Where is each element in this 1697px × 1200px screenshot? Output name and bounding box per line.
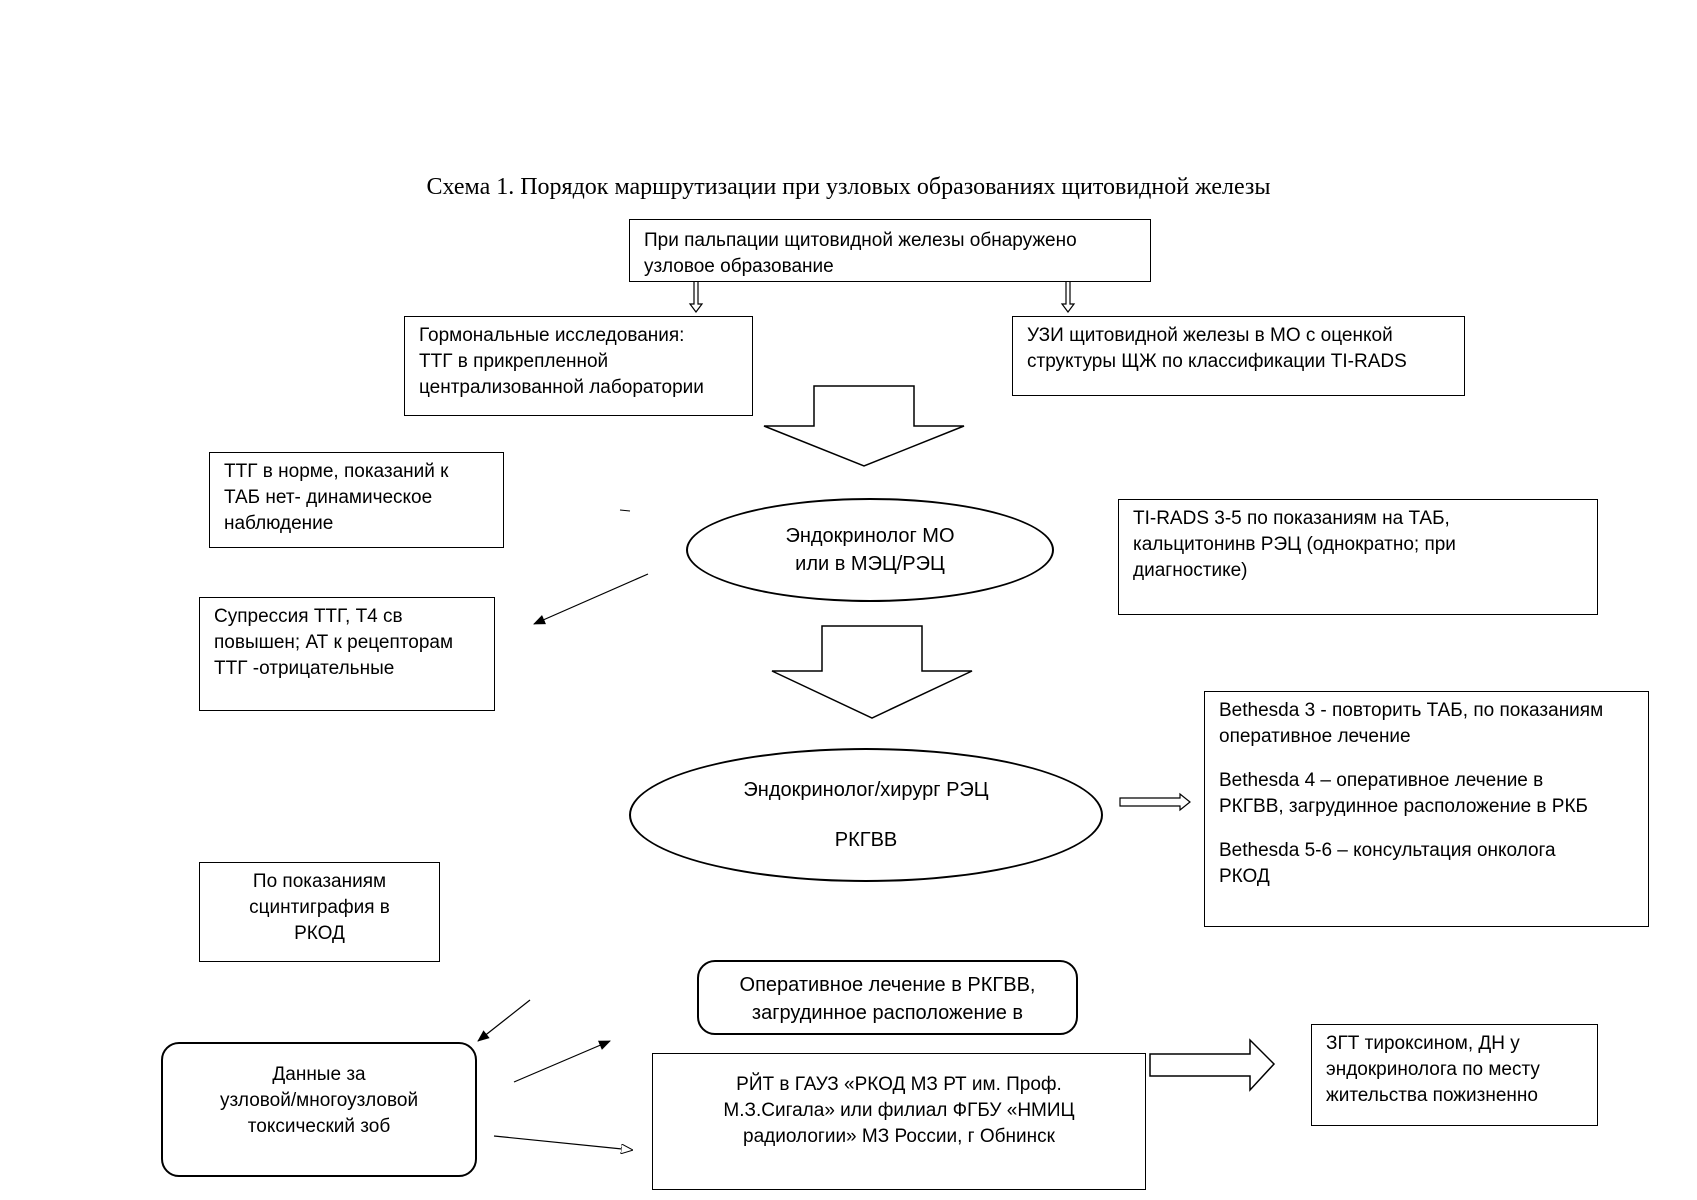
node-hrt: ЗГТ тироксином, ДН у эндокринолога по ме… xyxy=(1311,1024,1598,1126)
node-tsh-normal-line: ТАБ нет- динамическое xyxy=(224,487,433,508)
node-rit-line: М.З.Сигала» или филиал ФГБУ «НМИЦ xyxy=(723,1100,1075,1121)
node-ultrasound-line: структуры ЩЖ по классификации TI-RADS xyxy=(1027,351,1407,372)
node-tirads-line: кальцитонинв РЭЦ (однократно; при xyxy=(1133,534,1456,555)
node-suppression-line: Супрессия ТТГ, Т4 св xyxy=(214,606,403,627)
block-arrow-down-1 xyxy=(763,385,965,467)
node-tirads-line: TI-RADS 3-5 по показаниям на ТАБ, xyxy=(1133,508,1450,529)
block-arrow-down-2 xyxy=(771,625,973,719)
stray-dash xyxy=(619,509,631,512)
node-tirads: TI-RADS 3-5 по показаниям на ТАБ, кальци… xyxy=(1118,499,1598,615)
node-surgery-line: загрудинное расположение в xyxy=(751,1002,1024,1024)
node-endocrinologist-surgeon-line: РКГВВ xyxy=(834,829,898,851)
node-hormonal-line: централизованной лаборатории xyxy=(419,377,704,398)
node-rit-line: РЙТ в ГАУЗ «РКОД МЗ РТ им. Проф. xyxy=(736,1074,1062,1095)
bethesda-paragraph: Bethesda 4 – оперативное лечение в РКГВВ… xyxy=(1219,768,1634,820)
node-suppression-line: повышен; АТ к рецепторам xyxy=(214,632,454,653)
arrow-to-toxic-goiter xyxy=(477,999,531,1042)
node-hrt-line: ЗГТ тироксином, ДН у xyxy=(1326,1033,1520,1054)
double-arrow-right xyxy=(1060,277,1076,313)
bethesda-line: РКОД xyxy=(1219,866,1270,887)
diagram-title: Схема 1. Порядок маршрутизации при узлов… xyxy=(426,174,1271,200)
node-toxic-goiter: Данные за узловой/многоузловой токсическ… xyxy=(161,1042,477,1177)
bethesda-line: Bethesda 3 - повторить ТАБ, по показания… xyxy=(1219,700,1604,721)
bethesda-paragraph: Bethesda 5-6 – консультация онколога РКО… xyxy=(1219,838,1634,890)
node-endocrinologist-surgeon-line: Эндокринолог/хирург РЭЦ xyxy=(743,779,989,801)
node-scintigraphy: По показаниям сцинтиграфия в РКОД xyxy=(199,862,440,962)
node-endocrinologist-mo: Эндокринолог МО или в МЭЦ/РЭЦ xyxy=(686,498,1054,602)
node-toxic-goiter-line: Данные за xyxy=(272,1064,366,1085)
bethesda-paragraph: Bethesda 3 - повторить ТАБ, по показания… xyxy=(1219,698,1634,750)
node-endocrinologist-mo-line: Эндокринолог МО xyxy=(785,525,955,547)
node-toxic-goiter-line: узловой/многоузловой xyxy=(219,1090,419,1111)
node-tsh-normal-line: ТТГ в норме, показаний к xyxy=(224,461,449,482)
node-ultrasound-line: УЗИ щитовидной железы в МО с оценкой xyxy=(1027,325,1393,346)
double-arrow-left xyxy=(688,277,704,313)
node-hrt-line: жительства пожизненно xyxy=(1326,1085,1538,1106)
node-toxic-goiter-line: токсический зоб xyxy=(247,1116,391,1137)
bethesda-line: Bethesda 4 – оперативное лечение в xyxy=(1219,770,1544,791)
node-palpation: При пальпации щитовидной железы обнаруже… xyxy=(629,219,1151,282)
node-hrt-line: эндокринолога по месту xyxy=(1326,1059,1540,1080)
bethesda-line: РКГВВ, загрудинное расположение в РКБ xyxy=(1219,796,1588,817)
node-palpation-line: узловое образование xyxy=(644,256,834,277)
node-rit: РЙТ в ГАУЗ «РКОД МЗ РТ им. Проф. М.З.Сиг… xyxy=(652,1053,1146,1190)
node-palpation-line: При пальпации щитовидной железы обнаруже… xyxy=(644,230,1077,251)
node-tsh-normal-line: наблюдение xyxy=(224,513,334,534)
node-tirads-line: диагностике) xyxy=(1133,560,1248,581)
node-bethesda: Bethesda 3 - повторить ТАБ, по показания… xyxy=(1204,691,1649,927)
node-ultrasound: УЗИ щитовидной железы в МО с оценкой стр… xyxy=(1012,316,1465,396)
node-hormonal-line: Гормональные исследования: xyxy=(419,325,685,346)
node-rit-line: радиологии» МЗ России, г Обнинск xyxy=(743,1126,1055,1147)
block-arrow-right xyxy=(1149,1038,1276,1092)
node-hormonal-line: ТТГ в прикрепленной xyxy=(419,351,609,372)
bethesda-line: оперативное лечение xyxy=(1219,726,1411,747)
node-suppression: Супрессия ТТГ, Т4 св повышен; АТ к рецеп… xyxy=(199,597,495,711)
bethesda-line: Bethesda 5-6 – консультация онколога xyxy=(1219,840,1556,861)
arrow-to-rit xyxy=(493,1135,632,1150)
node-endocrinologist-surgeon: Эндокринолог/хирург РЭЦ РКГВВ xyxy=(629,748,1103,882)
node-suppression-line: ТТГ -отрицательные xyxy=(214,658,395,679)
node-scintigraphy-line: сцинтиграфия в xyxy=(249,897,390,918)
node-hormonal-tests: Гормональные исследования: ТТГ в прикреп… xyxy=(404,316,753,416)
node-scintigraphy-line: РКОД xyxy=(294,923,345,944)
arrow-to-suppression xyxy=(533,573,649,625)
arrow-to-bethesda xyxy=(1119,792,1191,812)
node-scintigraphy-line: По показаниям xyxy=(252,871,387,892)
arrow-to-surgery xyxy=(513,1040,611,1083)
node-endocrinologist-mo-line: или в МЭЦ/РЭЦ xyxy=(795,553,945,575)
node-surgery: Оперативное лечение в РКГВВ, загрудинное… xyxy=(697,960,1078,1035)
node-surgery-line: Оперативное лечение в РКГВВ, xyxy=(739,974,1036,996)
node-tsh-normal: ТТГ в норме, показаний к ТАБ нет- динами… xyxy=(209,452,504,548)
